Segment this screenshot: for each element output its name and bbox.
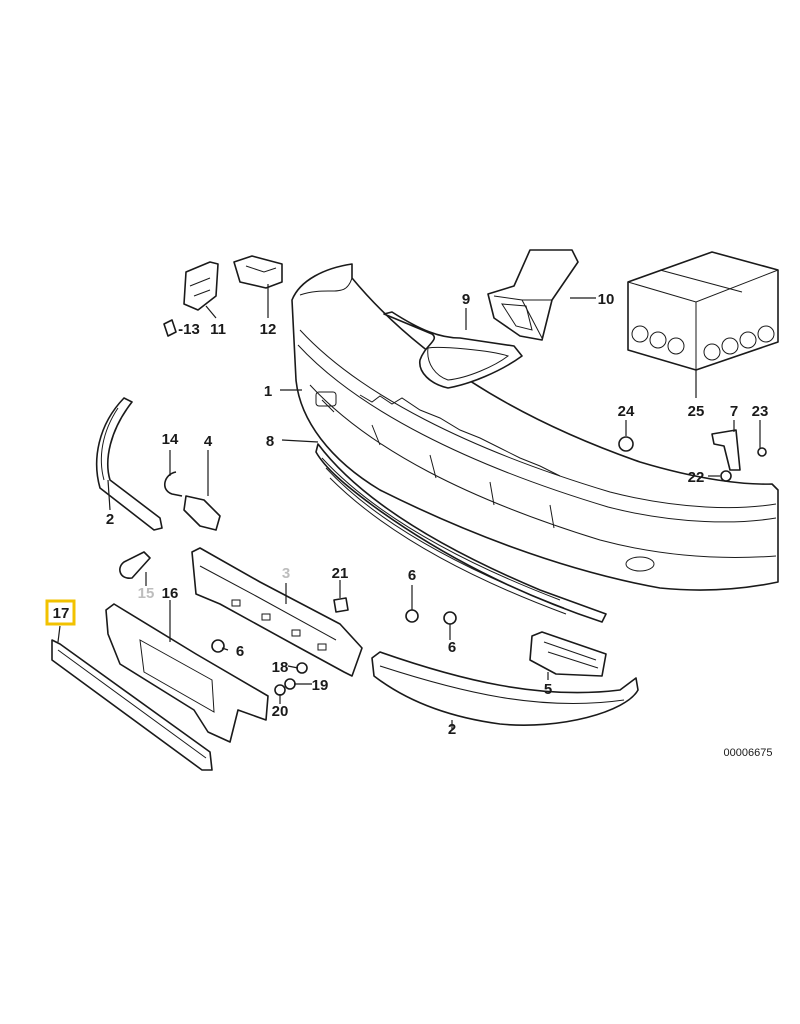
part-21-clip[interactable]: [333, 597, 349, 613]
callout-2-left: 2: [106, 511, 114, 528]
callout-25: 25: [688, 403, 705, 420]
part-6-nut-a[interactable]: [211, 639, 225, 653]
part-13-clip[interactable]: [163, 319, 177, 337]
callout-10: 10: [598, 291, 615, 308]
callout-3: 3: [282, 565, 290, 582]
part-25-clip-box[interactable]: [627, 251, 779, 371]
part-10-air-duct[interactable]: [487, 249, 579, 341]
part-24-grommet[interactable]: [618, 436, 634, 452]
leader-lines: [57, 284, 761, 730]
callout-1: 1: [264, 383, 272, 400]
part-5-fog-cover[interactable]: [529, 631, 607, 677]
callout-22: 22: [688, 469, 705, 486]
callout-labels: 1 2 2 3 4 5 6 6 6 7 8 9 10 11 12 -13 14 …: [53, 291, 769, 738]
part-23-screw[interactable]: [757, 447, 767, 457]
part-8-grille[interactable]: [315, 443, 607, 623]
part-12-bracket[interactable]: [233, 255, 283, 289]
part-1-bumper-cover[interactable]: [291, 263, 779, 591]
part-20-nut[interactable]: [274, 684, 286, 696]
callout-12: 12: [260, 321, 277, 338]
part-2-trim-left[interactable]: [95, 397, 163, 531]
part-6-nut-b[interactable]: [405, 609, 419, 623]
part-7-bracket[interactable]: [711, 429, 741, 471]
callout-15: 15: [138, 585, 155, 602]
callout-20: 20: [272, 703, 289, 720]
callout-23: 23: [752, 403, 769, 420]
callout-16: 16: [162, 585, 179, 602]
callout-2-front: 2: [448, 721, 456, 738]
part-19-washer[interactable]: [284, 678, 296, 690]
callout-5: 5: [544, 681, 552, 698]
part-9-bracket[interactable]: [383, 311, 523, 389]
part-18-screw[interactable]: [296, 662, 308, 674]
callout-6-left: 6: [236, 643, 244, 660]
part-2-trim-front[interactable]: [371, 651, 639, 726]
part-4-bracket[interactable]: [183, 495, 221, 531]
callout-6-mid: 6: [408, 567, 416, 584]
part-15-towing-eye[interactable]: [119, 551, 151, 579]
callout-7: 7: [730, 403, 738, 420]
part-11-bracket[interactable]: [183, 261, 219, 311]
part-17-strip[interactable]: [51, 639, 213, 771]
part-16-plate-bracket[interactable]: [105, 603, 269, 743]
callout-14: 14: [162, 431, 179, 448]
callout-9: 9: [462, 291, 470, 308]
callout-13: -13: [178, 321, 200, 338]
callout-18: 18: [272, 659, 289, 676]
callout-17: 17: [53, 605, 70, 622]
callout-17-highlight: [45, 599, 76, 626]
callout-21: 21: [332, 565, 349, 582]
part-6-nut-c[interactable]: [443, 611, 457, 625]
callout-24: 24: [618, 403, 635, 420]
callout-6-right: 6: [448, 639, 456, 656]
callout-11: 11: [210, 321, 226, 338]
callout-19: 19: [312, 677, 329, 694]
callout-4: 4: [204, 433, 213, 450]
diagram-reference-number: 00006675: [724, 747, 773, 759]
part-3-bracket[interactable]: [191, 547, 363, 677]
callout-8: 8: [266, 433, 274, 450]
part-22-nut[interactable]: [720, 470, 732, 482]
part-14-clip[interactable]: [164, 471, 183, 497]
